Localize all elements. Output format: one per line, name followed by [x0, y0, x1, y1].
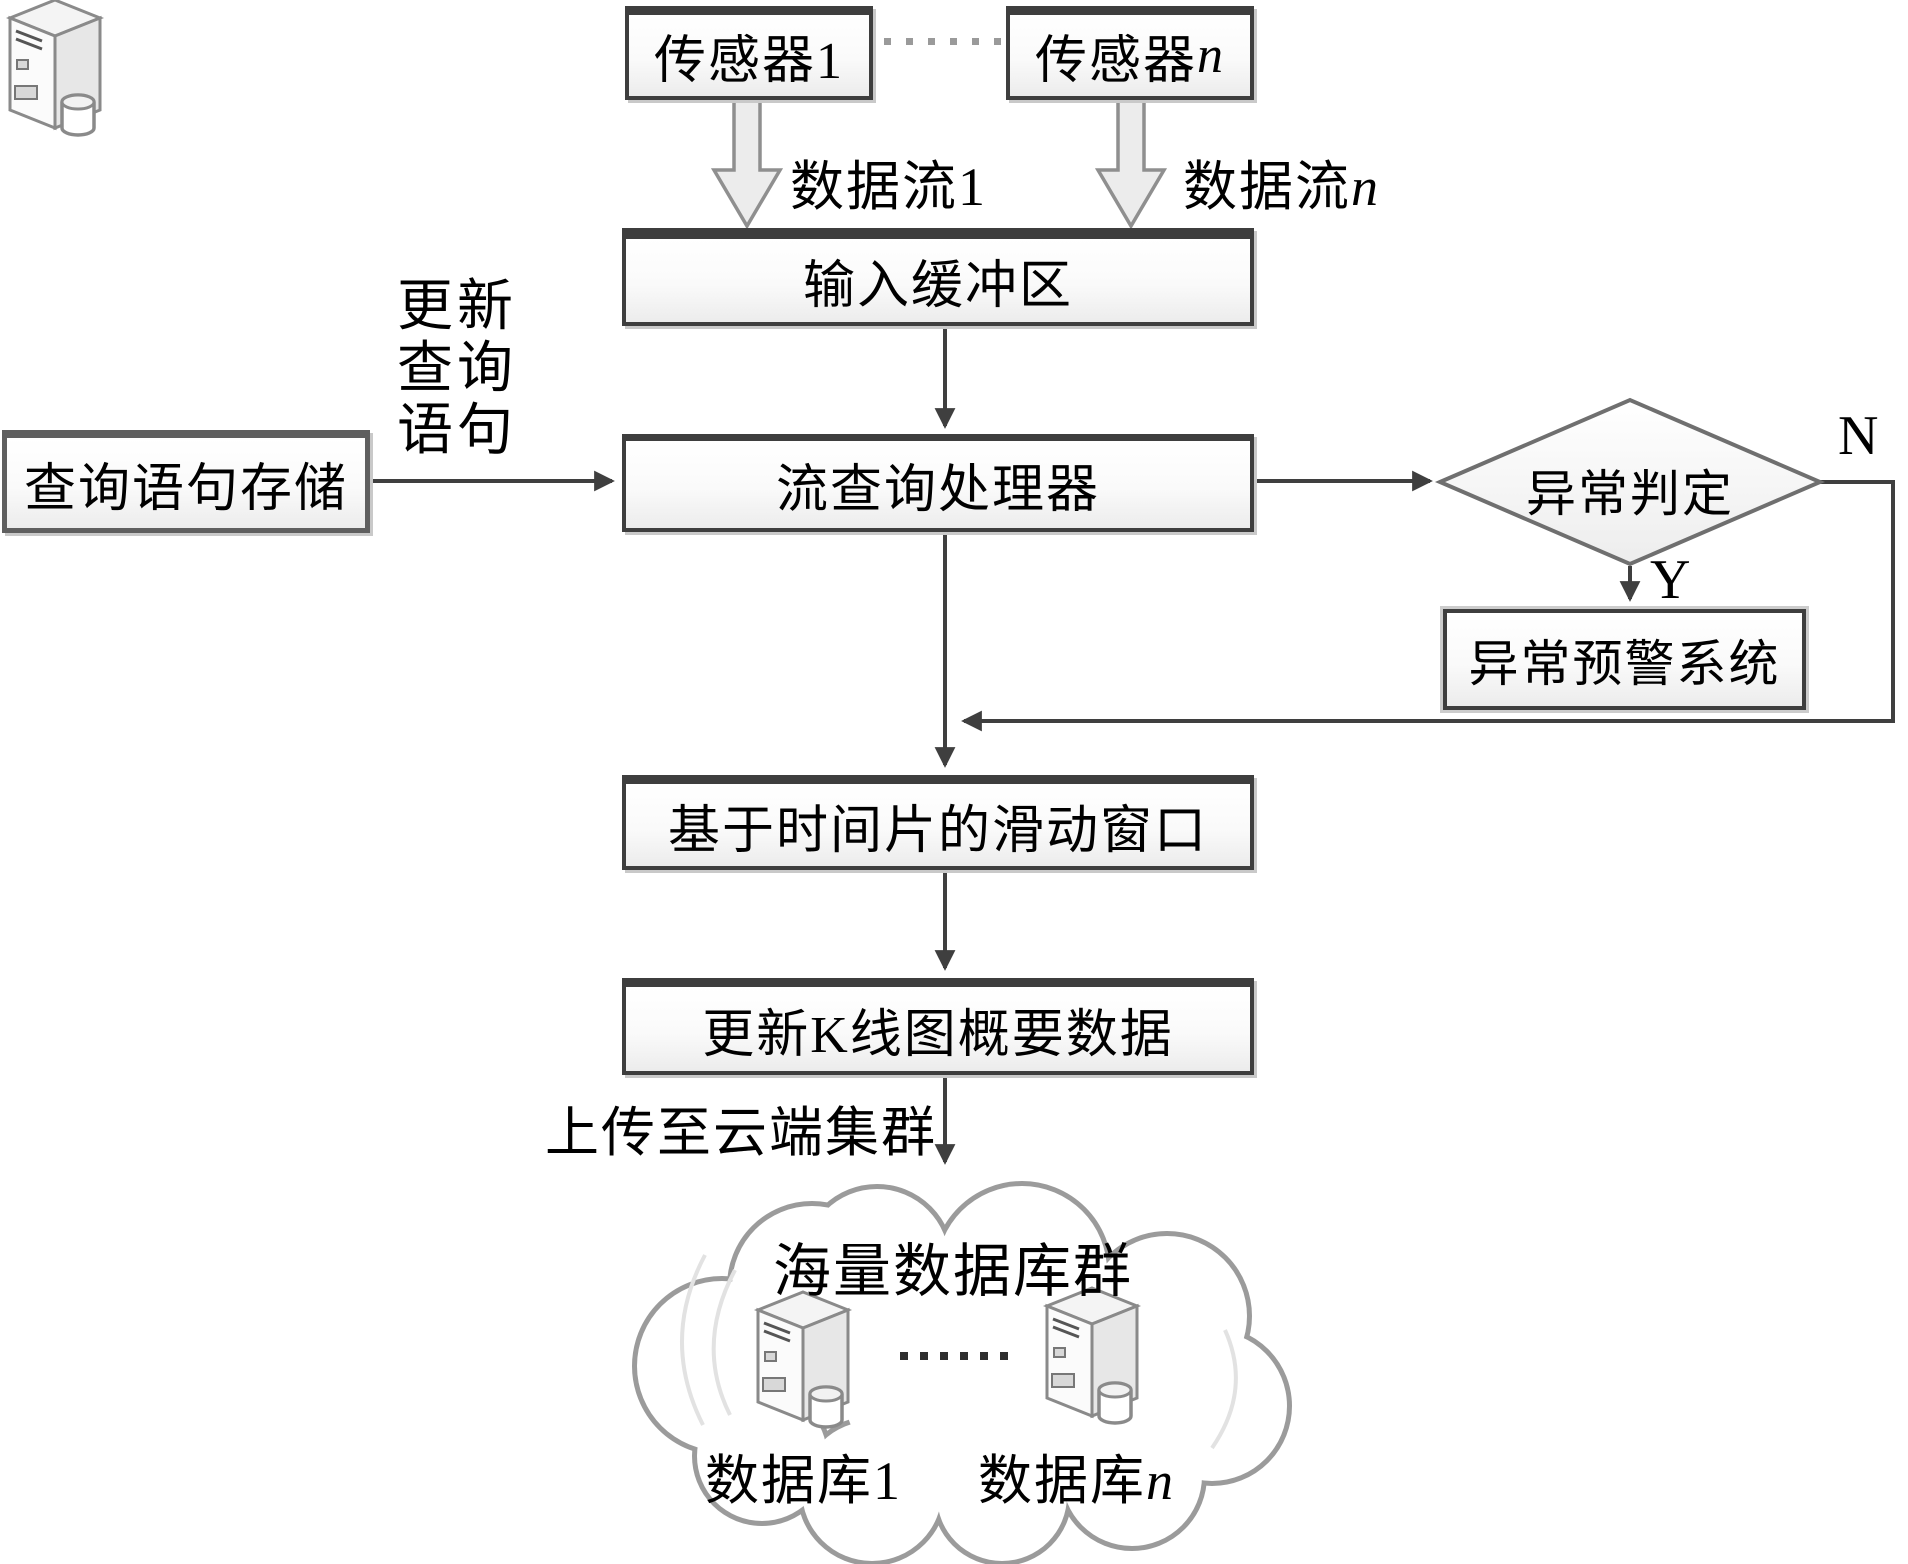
node-anomaly-alert-system-label: 异常预警系统 — [1468, 635, 1781, 692]
sensor-ellipsis-dots — [884, 38, 1001, 45]
database-server-n-icon — [1045, 1286, 1139, 1425]
label-data-stream-1: 数据流1 — [790, 142, 987, 221]
label-data-stream-n-prefix: 数据流 — [1183, 157, 1351, 217]
node-query-storage-label: 查询语句存储 — [23, 460, 348, 518]
edge-decision-no-return — [961, 480, 1895, 732]
node-update-kline: 更新K线图概要数据 — [622, 978, 1254, 1075]
node-update-kline-label: 更新K线图概要数据 — [702, 1006, 1174, 1064]
node-sensor-1-label: 传感器1 — [653, 33, 844, 90]
node-sensor-1: 传感器1 — [625, 6, 873, 100]
label-database-1-text: 数据库1 — [705, 1451, 902, 1511]
label-database-n-prefix: 数据库 — [978, 1451, 1146, 1511]
label-update-query-line3: 语句 — [397, 400, 517, 462]
label-decision-no-text: N — [1838, 405, 1881, 467]
node-input-buffer: 输入缓冲区 — [622, 228, 1254, 326]
label-update-query-line1: 更新 — [397, 276, 517, 338]
database-server-1-icon — [756, 1290, 850, 1429]
label-database-n-suffix: n — [1146, 1451, 1175, 1511]
data-stream-n-block-arrow — [1094, 98, 1168, 230]
label-decision-no: N — [1838, 404, 1880, 468]
decision-diamond-shape — [1434, 397, 1826, 567]
label-update-query-statement: 更新 查询 语句 — [382, 276, 532, 462]
node-stream-query-processor: 流查询处理器 — [622, 434, 1254, 532]
cloud-ellipsis-dots — [900, 1352, 1008, 1360]
label-upload-to-cloud: 上传至云端集群 — [545, 1088, 937, 1167]
data-stream-1-block-arrow — [710, 98, 784, 230]
label-decision-yes: Y — [1650, 548, 1692, 612]
node-sensor-n-suffix: n — [1197, 27, 1225, 84]
label-decision-yes-text: Y — [1650, 549, 1693, 611]
node-anomaly-decision-text: 异常判定 — [1526, 466, 1734, 522]
label-cloud-title: 海量数据库群 — [773, 1224, 1131, 1308]
label-data-stream-1-text: 数据流1 — [790, 157, 987, 217]
label-upload-to-cloud-text: 上传至云端集群 — [545, 1103, 937, 1163]
label-database-n: 数据库n — [978, 1436, 1175, 1515]
node-sliding-window-label: 基于时间片的滑动窗口 — [667, 802, 1208, 860]
label-database-1: 数据库1 — [705, 1436, 902, 1515]
node-sliding-window: 基于时间片的滑动窗口 — [622, 775, 1254, 870]
node-anomaly-decision-label: 异常判定 — [1480, 454, 1780, 526]
label-data-stream-n: 数据流n — [1183, 142, 1380, 221]
node-stream-query-processor-label: 流查询处理器 — [775, 462, 1100, 519]
label-update-query-line2: 查询 — [397, 338, 517, 400]
node-anomaly-alert-system: 异常预警系统 — [1443, 609, 1806, 710]
node-input-buffer-label: 输入缓冲区 — [802, 258, 1073, 315]
label-cloud-title-text: 海量数据库群 — [773, 1239, 1134, 1304]
node-sensor-n-label: 传感器 — [1034, 33, 1197, 90]
node-query-storage: 查询语句存储 — [2, 430, 370, 533]
label-data-stream-n-suffix: n — [1351, 157, 1380, 217]
cloud-swirl-shading — [680, 1254, 1238, 1450]
